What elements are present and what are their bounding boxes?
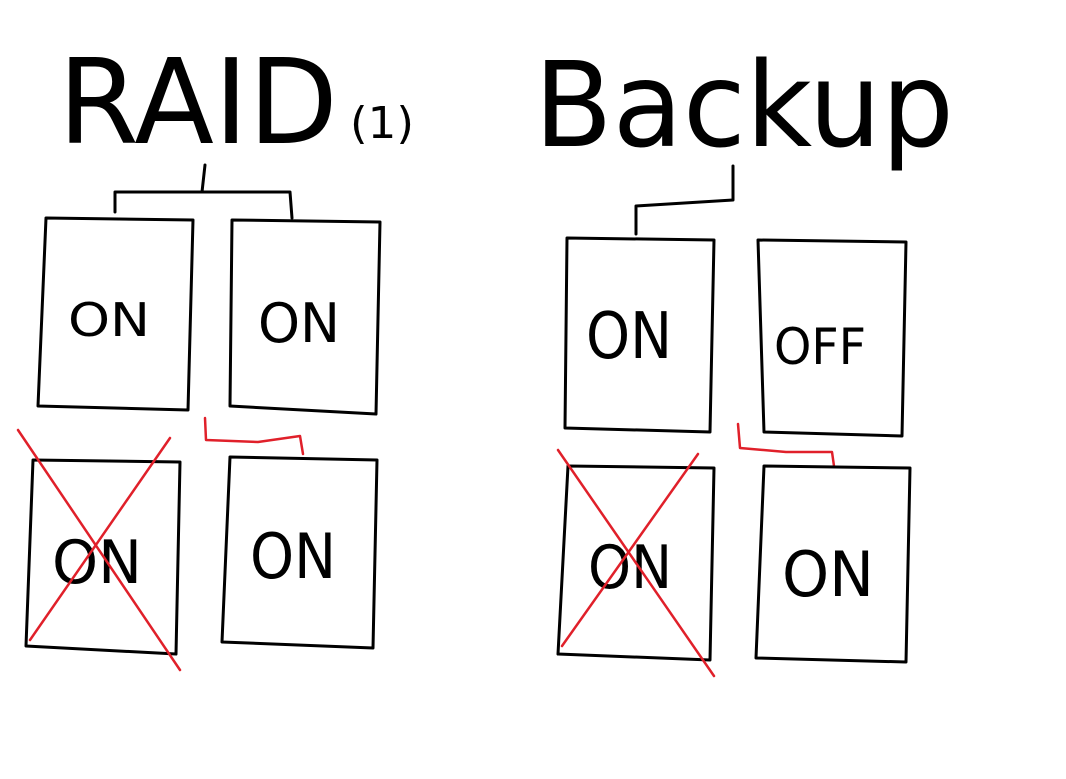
backup-drive-1: ON	[563, 236, 716, 434]
raid-title: RAID	[58, 33, 338, 171]
backup-sync-link	[736, 422, 836, 468]
drive-outline	[220, 455, 379, 650]
drive-outline	[563, 236, 716, 434]
backup-group: Backup ON OFF ON ON	[534, 36, 954, 678]
drive-status-label: ON	[250, 520, 336, 593]
raid-drive-3: ON	[16, 428, 182, 672]
raid-drive-4: ON	[220, 455, 379, 650]
drive-outline	[754, 464, 912, 664]
drive-outline	[556, 464, 716, 662]
raid-mirror-link	[203, 416, 305, 456]
failure-x-mark	[16, 428, 182, 672]
drive-outline	[756, 238, 908, 438]
backup-connector	[634, 164, 735, 236]
drive-status-label: ON	[258, 292, 340, 355]
drive-status-label: ON	[586, 300, 672, 374]
backup-drive-2: OFF	[756, 238, 908, 438]
raid-group: RAID (1) ON ON ON ON	[16, 33, 414, 672]
raid-connector	[113, 163, 294, 220]
raid-drive-2: ON	[228, 218, 382, 416]
drive-status-label: ON	[782, 538, 874, 611]
backup-title: Backup	[534, 36, 954, 174]
raid-drive-1: ON	[36, 216, 195, 412]
backup-drive-4: ON	[754, 464, 912, 664]
drive-status-label: ON	[68, 293, 150, 347]
backup-drive-3: ON	[556, 448, 716, 678]
drive-status-label: OFF	[774, 318, 866, 376]
failure-x-mark	[556, 448, 716, 678]
drive-outline	[36, 216, 195, 412]
drive-outline	[228, 218, 382, 416]
raid-level: (1)	[350, 98, 414, 149]
drive-outline	[24, 458, 182, 656]
